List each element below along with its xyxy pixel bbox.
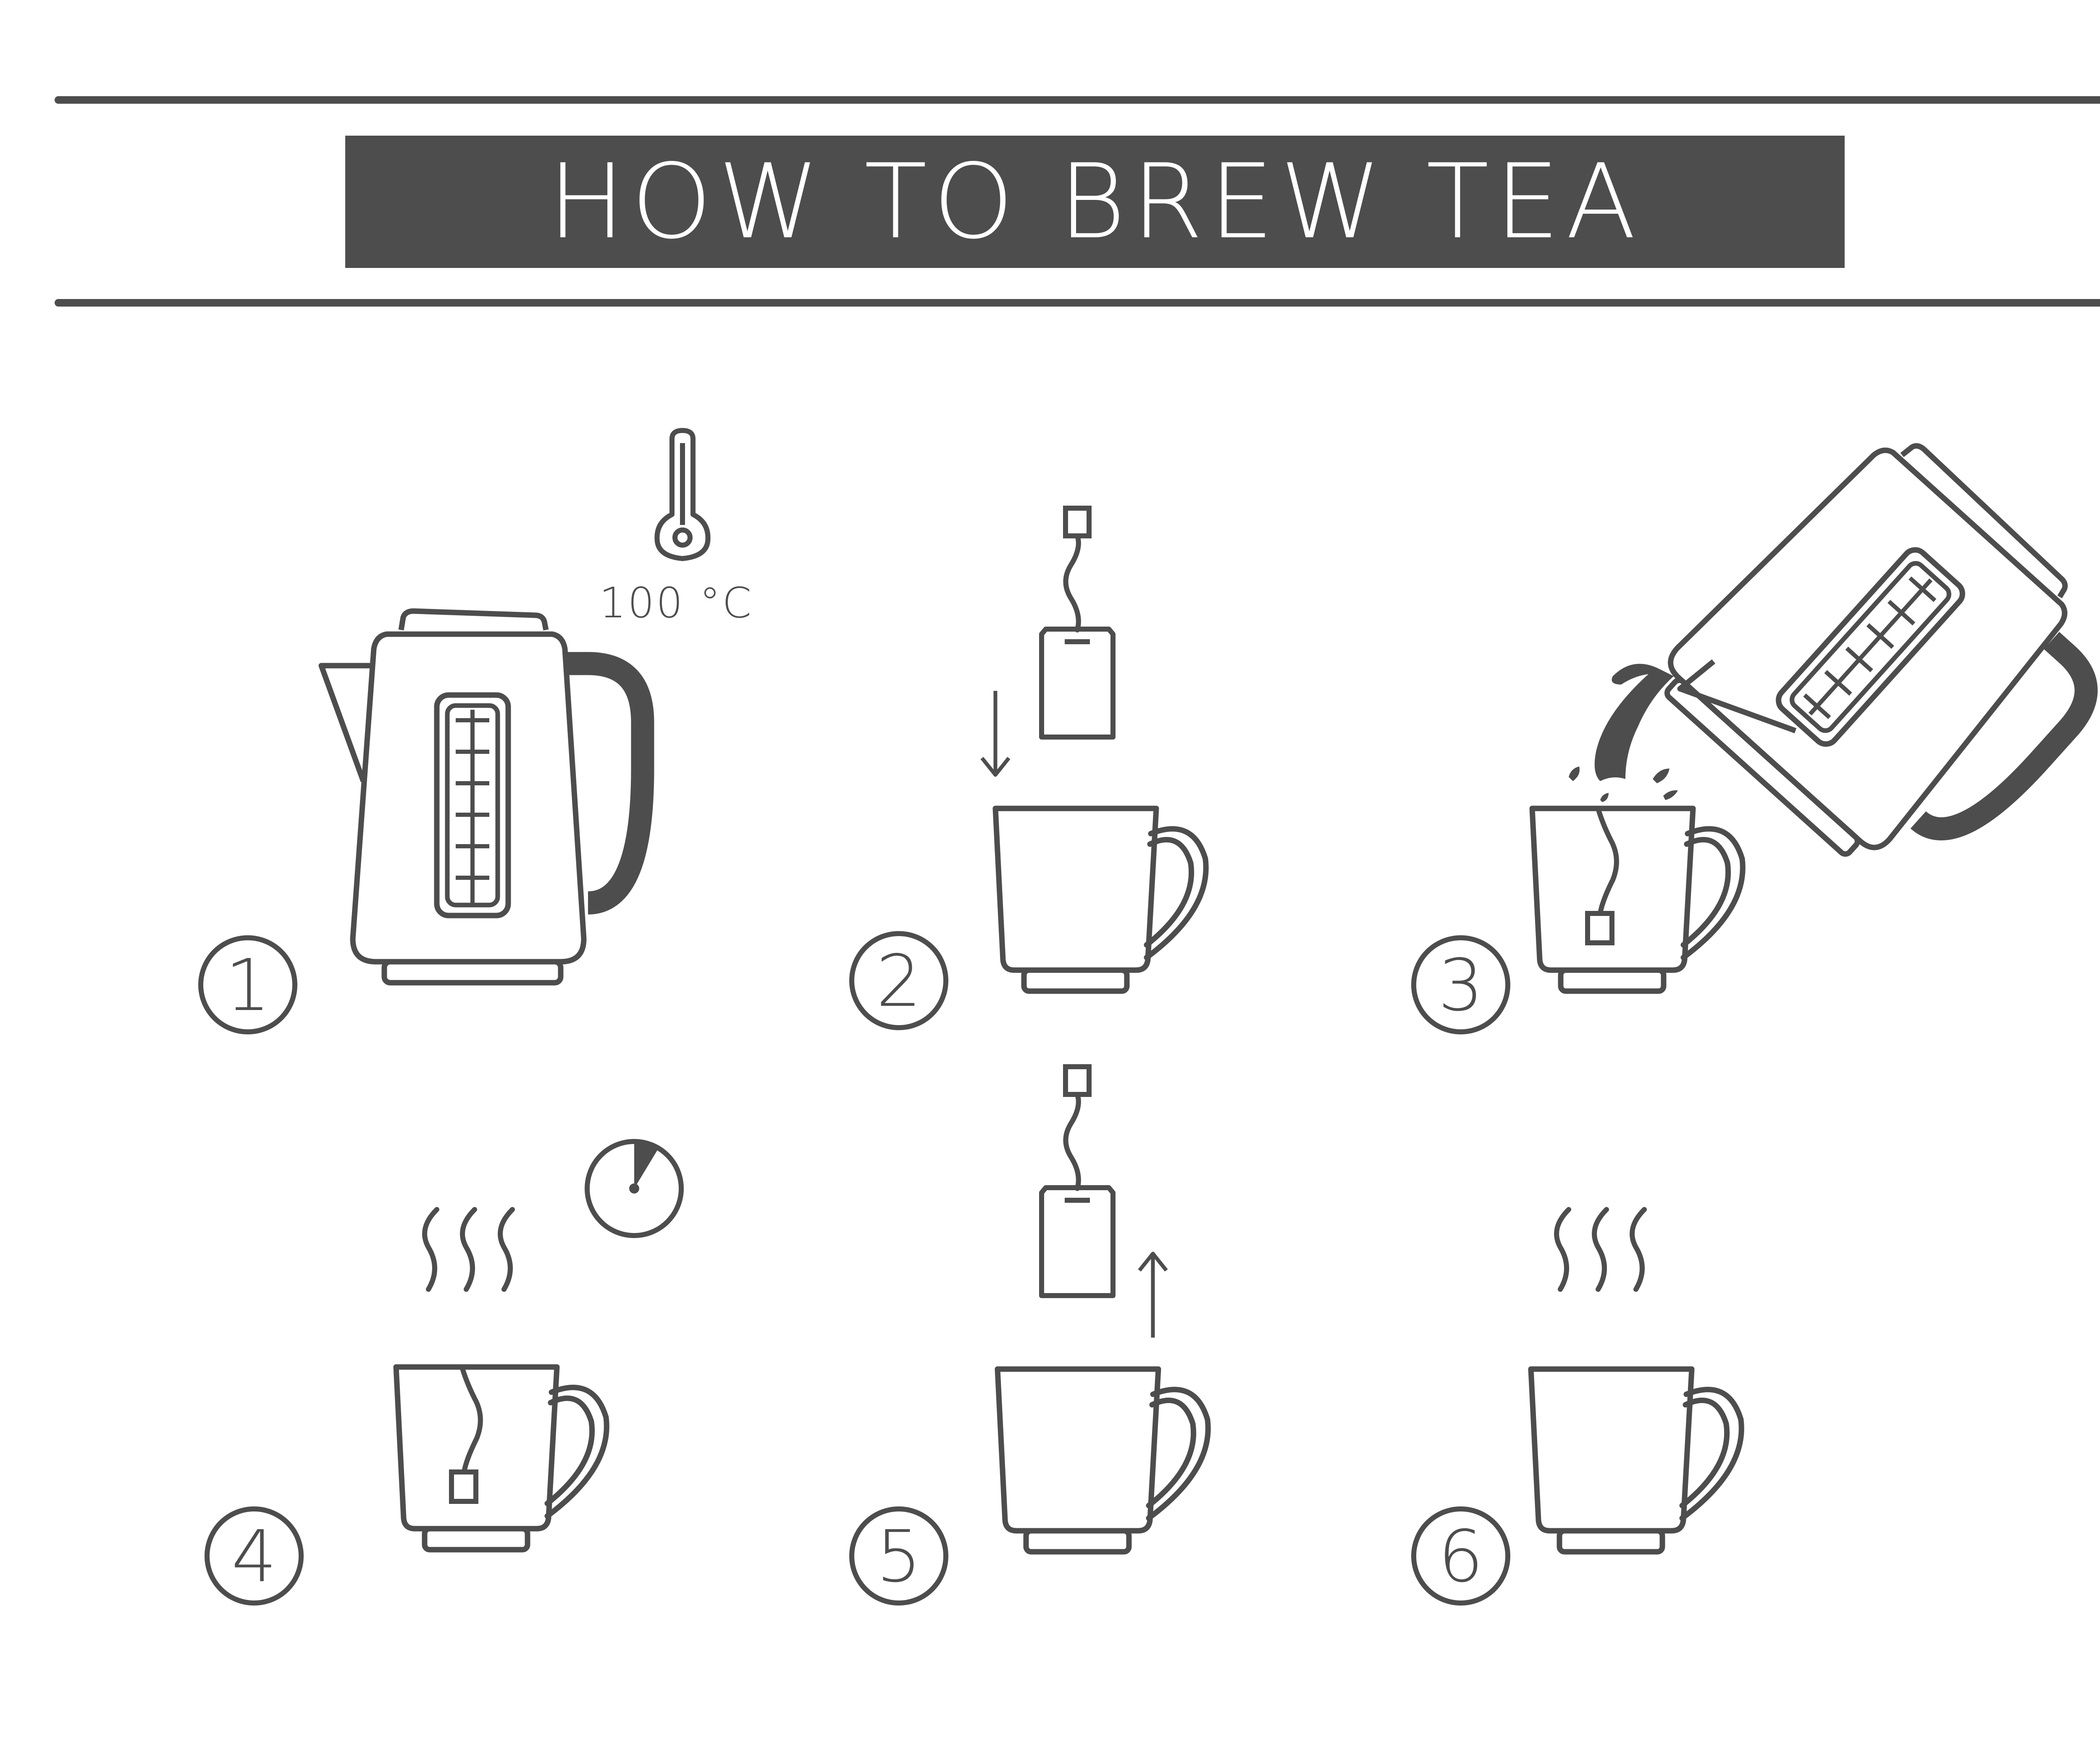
page-title: HOW TO BREW TEA — [548, 142, 1642, 262]
arrow-down-icon — [980, 691, 1011, 777]
cup-icon — [998, 1369, 1208, 1552]
steam-icon — [425, 1210, 512, 1289]
cup-icon — [995, 808, 1206, 991]
step-4-number: 4 — [205, 1506, 304, 1606]
step-4-label: 4 — [231, 1515, 277, 1598]
step-6-number: 6 — [1411, 1506, 1510, 1606]
step-5-label: 5 — [876, 1515, 921, 1598]
step-3-number: 3 — [1411, 935, 1510, 1034]
steam-icon — [1557, 1210, 1644, 1289]
pouring-kettle-icon — [1664, 443, 2098, 857]
step-2-number: 2 — [849, 931, 948, 1030]
title-banner: HOW TO BREW TEA — [345, 136, 1845, 268]
step-2-label: 2 — [876, 940, 921, 1023]
temperature-label: 100 °C — [599, 578, 753, 627]
cup-icon — [1531, 1369, 1741, 1552]
step-3-label: 3 — [1438, 944, 1483, 1027]
step-5-number: 5 — [849, 1506, 948, 1606]
teabag-icon — [1042, 508, 1113, 737]
cup-icon — [1532, 808, 1743, 991]
splash-icon — [1569, 766, 1678, 802]
teabag-icon — [1042, 1067, 1113, 1296]
kettle-icon — [318, 608, 654, 986]
top-rule — [55, 96, 2100, 104]
water-stream-icon — [1594, 664, 1674, 781]
timer-icon — [585, 1139, 684, 1238]
step-6-label: 6 — [1438, 1515, 1483, 1598]
cup-icon — [396, 1367, 606, 1550]
step-1-label: 1 — [225, 944, 270, 1027]
arrow-up-icon — [1138, 1251, 1168, 1338]
step-1-number: 1 — [198, 935, 297, 1034]
bottom-rule — [55, 299, 2100, 307]
thermometer-icon — [654, 428, 711, 561]
